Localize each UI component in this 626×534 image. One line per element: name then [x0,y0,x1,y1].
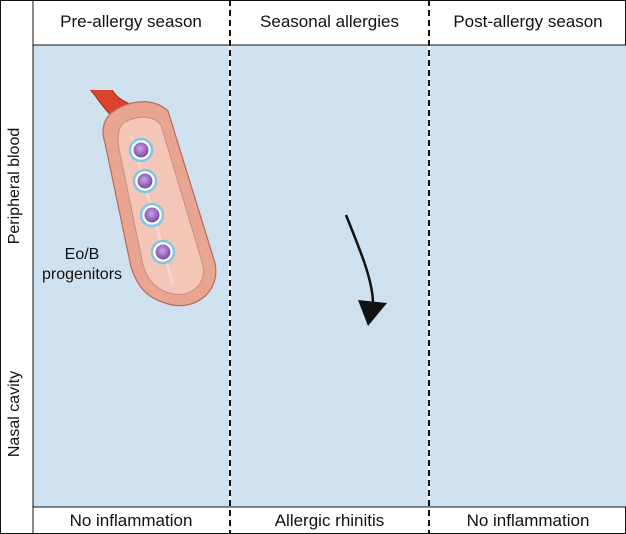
column-footer-allergic-rhinitis: Allergic rhinitis [231,510,428,534]
panel-bg-top-2 [231,45,428,507]
cell-nucleus-icon [156,245,171,260]
annotation-line-1: Eo/B [34,245,130,265]
cell-nucleus-icon [145,208,160,223]
panel-bg-top-3 [430,45,626,507]
progenitors-annotation: Eo/B progenitors [34,245,130,285]
column-title-post-allergy: Post-allergy season [430,10,626,34]
column-title-pre-allergy: Pre-allergy season [33,10,229,34]
annotation-line-2: progenitors [34,265,130,285]
cell-nucleus-icon [138,174,153,189]
cell-nucleus-icon [134,143,149,158]
column-footer-no-inflammation-2: No inflammation [430,510,626,534]
column-title-seasonal-allergies: Seasonal allergies [231,10,428,34]
row-label-nasal-cavity: Nasal cavity [6,339,26,489]
row-label-peripheral-blood: Peripheral blood [6,111,26,261]
column-footer-no-inflammation-1: No inflammation [33,510,229,534]
